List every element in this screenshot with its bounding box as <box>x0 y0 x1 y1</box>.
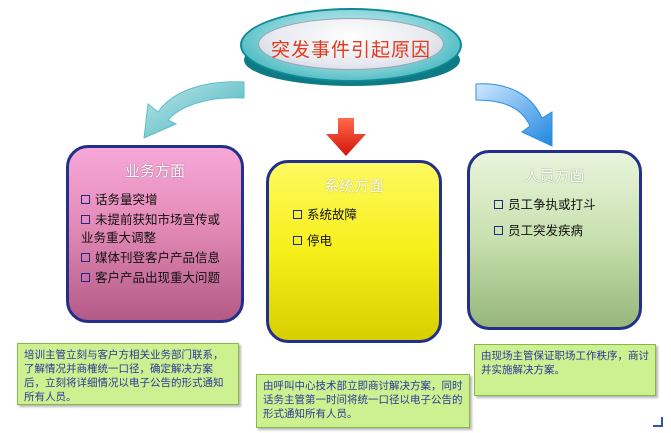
list-item: 未提前获知市场宣传或业务重大调整 <box>81 212 221 245</box>
square-bullet-icon <box>81 215 90 224</box>
corner-mark-icon <box>653 417 663 427</box>
left-curved-arrow-icon <box>143 81 245 139</box>
people-box: 人员方面 员工争执或打斗 员工突发疾病 <box>467 150 642 330</box>
title-ellipse-inner <box>258 18 444 70</box>
list-item: 客户产品出现重大问题 <box>81 269 229 287</box>
square-bullet-icon <box>293 236 302 245</box>
square-bullet-icon <box>81 195 90 204</box>
system-item-list: 系统故障 停电 <box>281 206 427 250</box>
square-bullet-icon <box>494 226 503 235</box>
right-curved-arrow-icon <box>475 83 553 147</box>
diagram-title: 突发事件引起原因 <box>270 39 431 61</box>
system-solution-note: 由呼叫中心技术部立即商讨解决方案，同时话务主管第一时间将统一口径以电子公告的形式… <box>256 374 470 428</box>
system-box: 系统方面 系统故障 停电 <box>266 160 442 343</box>
business-box: 业务方面 话务量突增 未提前获知市场宣传或业务重大调整 媒体刊登客户产品信息 客… <box>66 145 244 323</box>
list-item: 媒体刊登客户产品信息 <box>81 249 229 267</box>
business-item-list: 话务量突增 未提前获知市场宣传或业务重大调整 媒体刊登客户产品信息 客户产品出现… <box>81 191 229 287</box>
people-item-list: 员工争执或打斗 员工突发疾病 <box>482 196 627 240</box>
square-bullet-icon <box>81 253 90 262</box>
list-item: 停电 <box>293 232 427 250</box>
business-solution-note: 培训主管立刻与客户方相关业务部门联系，了解情况并商榷统一口径，确定解决方案后，立… <box>17 343 239 405</box>
system-box-title: 系统方面 <box>323 177 384 195</box>
center-down-arrow-icon <box>326 118 366 156</box>
square-bullet-icon <box>81 273 90 282</box>
list-item: 员工争执或打斗 <box>494 196 627 214</box>
square-bullet-icon <box>293 210 302 219</box>
list-item: 员工突发疾病 <box>494 222 627 240</box>
list-item: 话务量突增 <box>81 191 229 209</box>
title-ellipse: 突发事件引起原因 <box>240 4 462 92</box>
people-box-title: 人员方面 <box>524 167 585 185</box>
square-bullet-icon <box>494 200 503 209</box>
list-item: 系统故障 <box>293 206 427 224</box>
business-box-title: 业务方面 <box>124 162 185 180</box>
people-solution-note: 由现场主管保证职场工作秩序，商讨并实施解决方案。 <box>474 344 656 396</box>
